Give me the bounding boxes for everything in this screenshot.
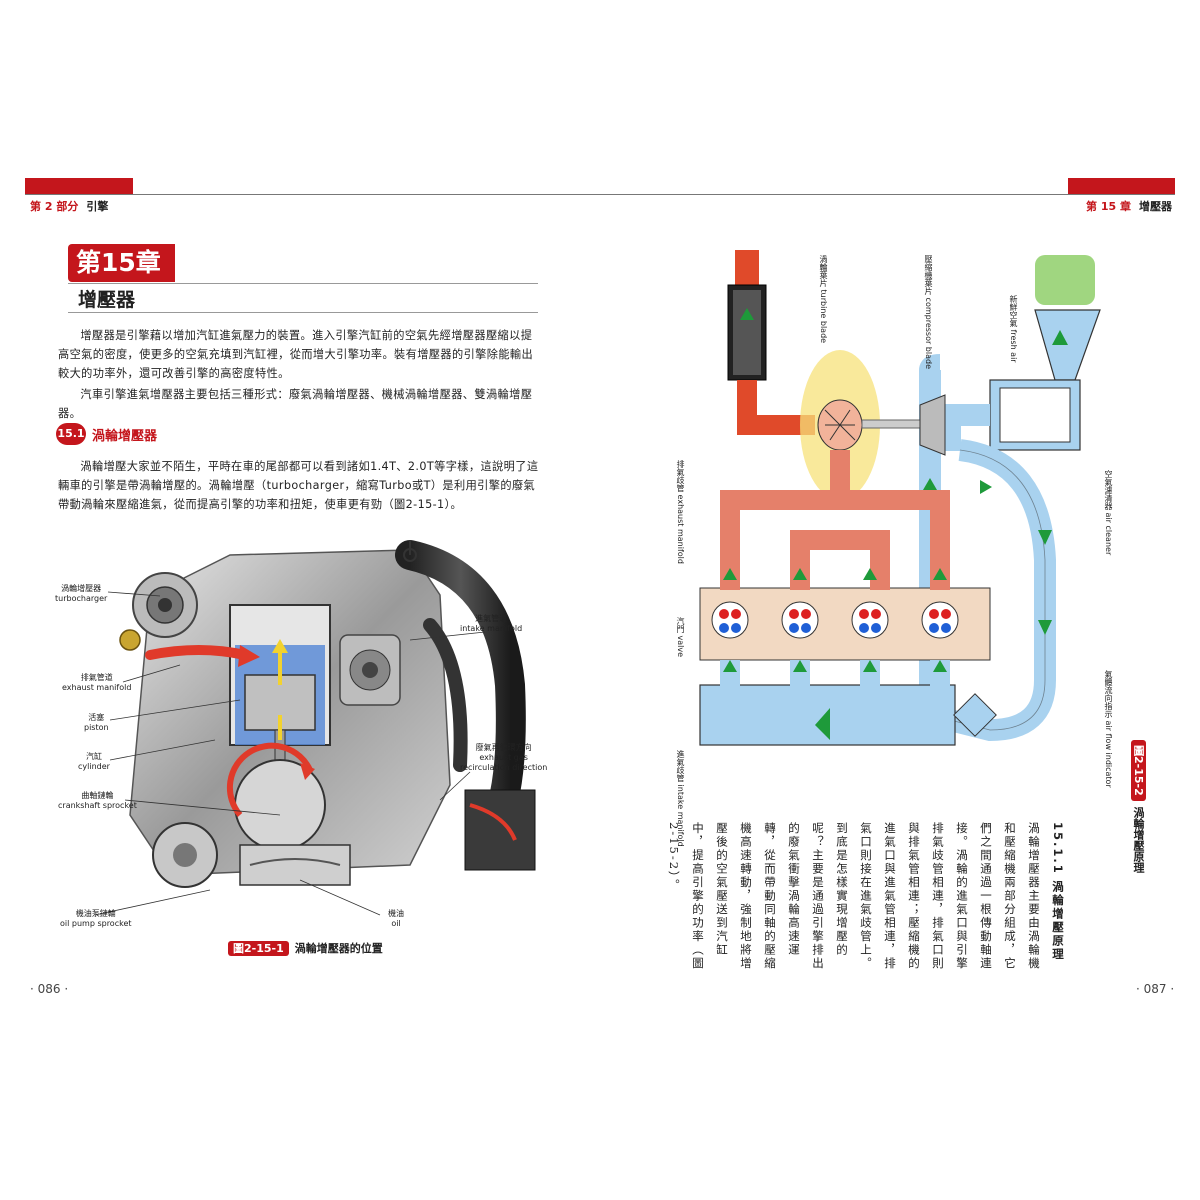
page-number-left: · 086 · bbox=[30, 982, 69, 996]
subsection-body: 15.1.1 渦輪增壓原理 渦輪增壓器主要由渦輪機和壓縮機兩部分組成，它們之間通… bbox=[662, 822, 1070, 972]
figure1-caption-text: 渦輪增壓器的位置 bbox=[294, 942, 383, 955]
intro-paragraph-1: 增壓器是引擎藉以增加汽缸進氣壓力的裝置。進入引擎汽缸前的空氣先經增壓器壓縮以提高… bbox=[58, 329, 534, 380]
label-compressor-blade: 壓縮機葉片 compressor blade bbox=[924, 255, 933, 370]
label-air-cleaner: 空氣濾清器 air cleaner bbox=[1104, 470, 1113, 556]
subsection-title: 渦輪增壓原理 bbox=[1051, 880, 1065, 962]
chapter-number: 第15章 bbox=[68, 244, 175, 282]
label-turbine-blade: 渦輪葉片 turbine blade bbox=[819, 255, 828, 344]
label-air-flow-indicator: 氣體流向指示 air flow indicator bbox=[1104, 670, 1113, 788]
chapter-rule-bottom bbox=[68, 312, 538, 313]
chapter-rule-top bbox=[68, 283, 538, 284]
header-bar-left bbox=[25, 178, 133, 195]
chapter-running-title: 增壓器 bbox=[1138, 200, 1172, 213]
label-exhaust-manifold-2: 排氣歧管 exhaust manifold bbox=[676, 460, 685, 564]
subsection-text: 渦輪增壓器主要由渦輪機和壓縮機兩部分組成，它們之間通過一根傳動軸連接。渦輪的進氣… bbox=[667, 822, 1041, 971]
chapter-title: 增壓器 bbox=[78, 289, 136, 311]
turbo-principle-diagram bbox=[699, 250, 1101, 746]
running-head-left: 第 2 部分引擎 bbox=[30, 198, 108, 214]
label-valve: 汽門 valve bbox=[676, 617, 685, 658]
page-number-right: · 087 · bbox=[1136, 982, 1175, 996]
figure1-tag: 圖2-15-1 bbox=[228, 941, 289, 956]
figure2-tag: 圖2-15-2 bbox=[1131, 740, 1146, 801]
figure1-caption: 圖2-15-1 渦輪增壓器的位置 bbox=[228, 940, 383, 956]
figure2-caption: 圖2-15-2 渦輪增壓原理 bbox=[1130, 740, 1146, 873]
section-number: 15.1 bbox=[56, 423, 86, 445]
chapter-label: 第 15 章 bbox=[1086, 200, 1131, 213]
header-bar-right bbox=[1068, 178, 1175, 195]
label-intake-manifold-2: 進氣歧管 intake manifold bbox=[676, 750, 685, 847]
figure2-caption-text: 渦輪增壓原理 bbox=[1132, 806, 1145, 873]
section-paragraph: 渦輪增壓大家並不陌生，平時在車的尾部都可以看到諸如1.4T、2.0T等字樣，這說… bbox=[58, 460, 539, 511]
subsection-number: 15.1.1 bbox=[1051, 822, 1065, 875]
part-label: 第 2 部分 bbox=[30, 200, 79, 213]
figure1-leader-lines bbox=[94, 591, 486, 916]
header-rule bbox=[25, 194, 1175, 195]
part-title: 引擎 bbox=[86, 200, 109, 213]
intro-paragraph-2: 汽車引擎進氣增壓器主要包括三種形式：廢氣渦輪增壓器、機械渦輪增壓器、雙渦輪增壓器… bbox=[58, 388, 533, 420]
label-fresh-air: 新鮮空氣 fresh air bbox=[1009, 295, 1018, 363]
running-head-right: 第 15 章增壓器 bbox=[1086, 198, 1172, 214]
section-title: 渦輪增壓器 bbox=[92, 429, 158, 444]
engine-cutaway-illustration bbox=[119, 540, 536, 888]
